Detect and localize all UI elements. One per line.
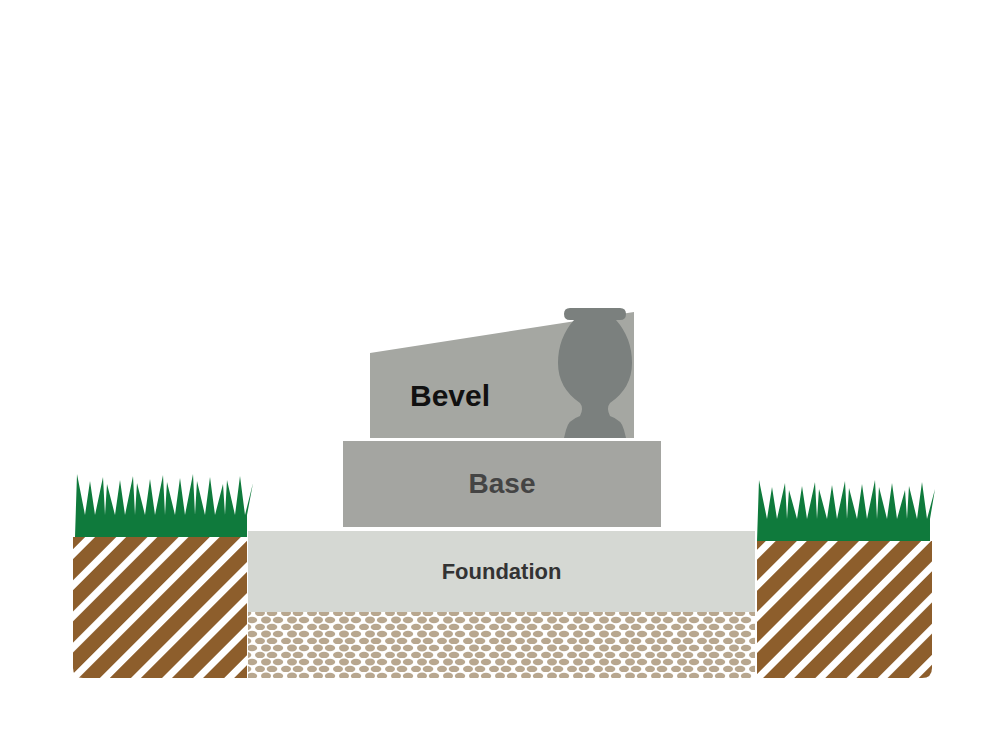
stone-label: Bevel [410, 379, 490, 413]
base-stone: Base [343, 441, 661, 527]
soil-left [73, 537, 247, 678]
foundation-slab: Foundation [248, 531, 755, 612]
grass-blades [75, 474, 253, 537]
vase [558, 308, 632, 438]
soil-right [757, 541, 932, 678]
stone-label: Foundation [442, 559, 562, 585]
bevel-stone: Bevel [370, 308, 635, 438]
grass-blades [757, 480, 935, 541]
stone-shape [370, 308, 635, 438]
gravel-bed [248, 612, 755, 678]
stone-label: Base [469, 468, 536, 500]
